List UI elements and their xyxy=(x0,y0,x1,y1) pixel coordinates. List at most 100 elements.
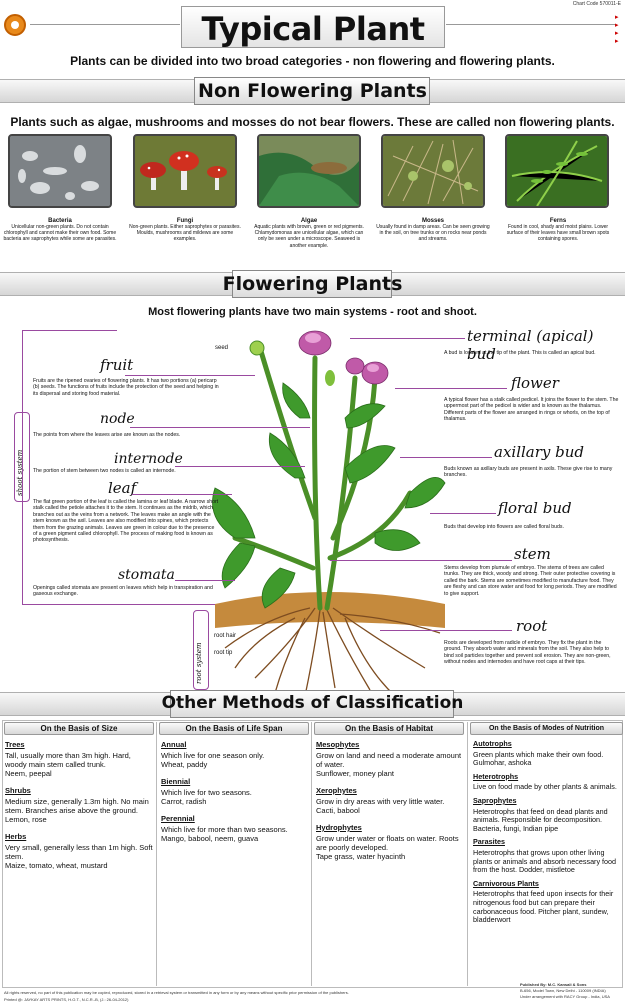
col-habitat-header: On the Basis of Habitat xyxy=(314,722,464,735)
label-stomata: stomata xyxy=(118,567,175,583)
pointer-stomata xyxy=(175,580,235,581)
caption-title: Fungi xyxy=(176,218,194,224)
mosses-photo xyxy=(381,134,485,208)
group-title: Parasites xyxy=(473,837,505,847)
group-title: Heterotrophs xyxy=(473,771,519,781)
group-example: Mango, babool, neem, guava xyxy=(161,834,259,843)
seed-label: seed xyxy=(215,345,229,351)
caption-ferns: Ferns Found in cool, shady and moist pla… xyxy=(500,218,616,243)
caption-mosses: Mosses Usually found in damp areas. Can … xyxy=(375,218,491,243)
footer-printed: Printed @: JAYKAY ARTS PRINTS, H.O.T., N… xyxy=(4,997,129,1002)
col-size-header: On the Basis of Size xyxy=(4,722,154,735)
group-example: Cacti, babool xyxy=(316,806,360,815)
desc-axillary-bud: Buds known as axillary buds are present … xyxy=(444,466,613,479)
non-flowering-title-box xyxy=(194,77,430,105)
root-system-box xyxy=(193,610,209,690)
caption-title: Bacteria xyxy=(48,218,72,224)
label-leaf: leaf xyxy=(108,479,137,497)
shoot-bracket xyxy=(22,330,23,605)
title-banner xyxy=(181,6,445,48)
bacteria-photo xyxy=(8,134,112,208)
caption-desc: Unicellular non-green plants. Do not con… xyxy=(3,224,117,243)
page-title: Typical Plant xyxy=(201,10,425,48)
caption-desc: Non-green plants. Either saprophytes or … xyxy=(129,224,241,243)
group-text: Live on food made by other plants & anim… xyxy=(473,782,617,792)
group-text: Which live for more than two seasons. xyxy=(161,825,288,834)
caption-bacteria: Bacteria Unicellular non-green plants. D… xyxy=(2,218,118,243)
footer-arrangement: Under arrangement with RACY Group - Indi… xyxy=(520,994,610,999)
ferns-photo xyxy=(505,134,609,208)
group-text: Heterotrophs that grows upon other livin… xyxy=(473,847,617,875)
caption-fungi: Fungi Non-green plants. Either saprophyt… xyxy=(127,218,243,243)
root-hair-label: root hair xyxy=(214,633,237,639)
caption-desc: Found in cool, shady and moist plains. L… xyxy=(506,224,610,243)
shoot-bracket-bottom xyxy=(22,604,252,605)
group-example: Carrot, radish xyxy=(161,797,207,806)
publisher-logo xyxy=(4,14,26,36)
non-flowering-heading: Non Flowering Plants xyxy=(198,80,427,102)
label-internode: internode xyxy=(114,451,183,467)
label-stem: stem xyxy=(514,545,551,563)
group-example: Sunflower, money plant xyxy=(316,769,394,778)
group-title: Hydrophytes xyxy=(316,823,362,832)
group-text: Which live for two seasons. xyxy=(161,788,252,797)
classification-title-box xyxy=(170,690,454,718)
pointer-flower xyxy=(395,388,507,389)
caption-desc: Aquatic plants with brown, green or red … xyxy=(254,224,364,249)
col-habitat: Mesophytes Grow on land and need a moder… xyxy=(316,740,464,861)
footer-publisher: Published By: M.C. Kansali & Sons xyxy=(520,982,587,987)
label-floral-bud: floral bud xyxy=(498,499,572,517)
pointer-node xyxy=(130,427,310,428)
desc-flower: A typical flower has a stalk called pedi… xyxy=(444,397,619,423)
group-title: Annual xyxy=(161,740,187,749)
header-rule-left xyxy=(30,24,180,25)
group-text: Grow in dry areas with very little water… xyxy=(316,797,445,806)
group-title: Autotrophs xyxy=(473,739,512,748)
caption-title: Mosses xyxy=(421,218,444,224)
group-title: Carnivorous Plants xyxy=(473,878,539,888)
footer-rights: All rights reserved, no part of this pub… xyxy=(4,990,349,995)
group-title: Xerophytes xyxy=(316,786,357,795)
desc-fruit: Fruits are the ripened ovaries of flower… xyxy=(33,378,219,397)
desc-leaf: The flat green portion of the leaf is ca… xyxy=(33,499,219,544)
group-text: Green plants which make their own food. xyxy=(473,749,604,759)
pointer-axillary-bud xyxy=(400,457,492,458)
group-title: Perennial xyxy=(161,814,195,823)
fungi-photo xyxy=(133,134,237,208)
group-title: Shrubs xyxy=(5,786,31,795)
group-title: Herbs xyxy=(5,832,27,841)
classification-heading: Other Methods of Classification xyxy=(161,693,464,713)
desc-terminal-bud: A bud is located at the tip of the plant… xyxy=(444,350,596,356)
flowering-heading: Flowering Plants xyxy=(222,273,403,295)
group-text: Grow under water or floats on water. Roo… xyxy=(316,834,459,852)
group-example: Lemon, rose xyxy=(5,815,47,824)
label-axillary-bud: axillary bud xyxy=(494,443,585,461)
group-title: Mesophytes xyxy=(316,740,360,749)
chart-code: Chart Code 570011-E xyxy=(572,1,621,7)
group-text: Grow on land and need a moderate amount … xyxy=(316,751,462,769)
col-nutrition-header: On the Basis of Modes of Nutrition xyxy=(470,722,623,735)
desc-stem: Stems develop from plumule of embryo. Th… xyxy=(444,565,617,597)
flowering-title-box xyxy=(232,270,392,298)
group-text: Which live for one season only. xyxy=(161,751,265,760)
group-text: Heterotrophs that feed upon insects for … xyxy=(473,889,614,925)
col-divider-1 xyxy=(156,722,157,986)
label-flower: flower xyxy=(511,374,559,392)
caption-desc: Usually found in damp areas. Can be seen… xyxy=(376,224,490,243)
desc-stomata: Openings called stomata are present on l… xyxy=(33,585,213,598)
non-flowering-intro: Plants such as algae, mushrooms and moss… xyxy=(10,115,615,129)
pointer-stem xyxy=(330,560,512,561)
group-text: Very small, generally less than 1m high.… xyxy=(5,843,153,861)
side-marks: ▸▸▸▸ xyxy=(615,14,619,45)
label-terminal-bud: terminal (apical) bud xyxy=(467,327,594,363)
group-title: Trees xyxy=(5,740,25,749)
shoot-bracket-top xyxy=(22,330,117,331)
group-example: Neem, peepal xyxy=(5,769,52,778)
caption-algae: Algae Aquatic plants with brown, green o… xyxy=(251,218,367,249)
col-size: Trees Tall, usually more than 3m high. H… xyxy=(5,740,153,870)
label-node: node xyxy=(100,411,135,427)
group-text: Medium size, generally 1.3m high. No mai… xyxy=(5,797,149,815)
header-rule-right xyxy=(446,24,616,25)
pointer-fruit xyxy=(125,375,255,376)
pointer-internode xyxy=(175,466,305,467)
